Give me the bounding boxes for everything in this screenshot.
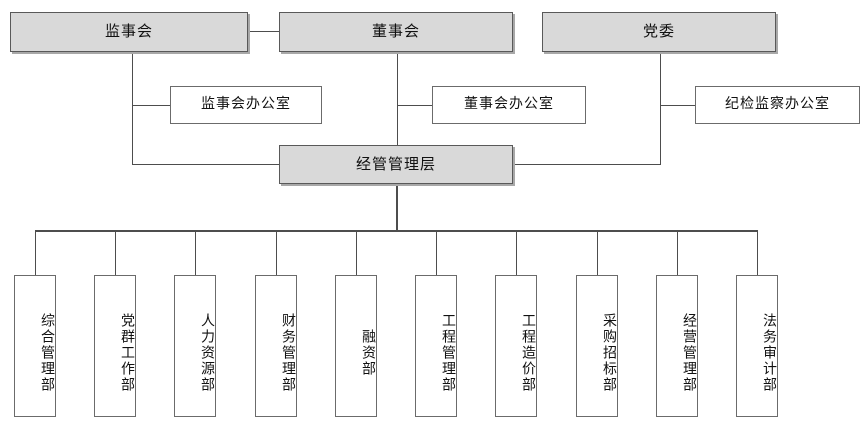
node-financial-management[interactable]: 财务管理部: [255, 275, 297, 417]
node-discipline-inspection-office-label: 纪检监察办公室: [725, 96, 830, 112]
connector-drop-financial-management: [276, 230, 277, 275]
connector-drop-legal-audit: [757, 230, 758, 275]
node-general-management[interactable]: 综合管理部: [14, 275, 56, 417]
node-party-committee[interactable]: 党委: [542, 12, 776, 52]
node-human-resources[interactable]: 人力资源部: [174, 275, 216, 417]
connector-drop-financing: [356, 230, 357, 275]
node-supervisory-board-label: 监事会: [104, 24, 153, 40]
node-board-of-directors-office-label: 董事会办公室: [464, 96, 554, 112]
node-financial-management-label: 财务管理部: [280, 313, 295, 393]
node-management-layer[interactable]: 经管管理层: [279, 145, 513, 184]
node-supervisory-board-office[interactable]: 监事会办公室: [170, 86, 322, 124]
node-general-management-label: 综合管理部: [39, 313, 54, 393]
node-party-mass-work[interactable]: 党群工作部: [94, 275, 136, 417]
node-supervisory-board[interactable]: 监事会: [10, 12, 248, 52]
node-legal-audit[interactable]: 法务审计部: [736, 275, 778, 417]
node-board-of-directors-label: 董事会: [371, 24, 420, 40]
node-procurement-bidding-label: 采购招标部: [601, 313, 616, 393]
connector-supervisory-to-management: [132, 164, 279, 165]
connector-party-to-management: [513, 164, 661, 165]
node-human-resources-label: 人力资源部: [199, 313, 214, 393]
connector-management-stem: [396, 184, 398, 231]
connector-drop-business-management: [677, 230, 678, 275]
connector-party-stem: [660, 51, 661, 164]
connector-drop-engineering-cost: [516, 230, 517, 275]
connector-board-to-office: [397, 105, 432, 106]
connector-supervisory-to-board: [248, 31, 279, 32]
connector-board-stem: [397, 51, 398, 145]
node-engineering-cost-label: 工程造价部: [520, 313, 535, 393]
node-financing[interactable]: 融资部: [335, 275, 377, 417]
node-financing-label: 融资部: [360, 329, 375, 377]
node-discipline-inspection-office[interactable]: 纪检监察办公室: [695, 86, 860, 124]
node-supervisory-board-office-label: 监事会办公室: [201, 96, 291, 112]
connector-drop-party-mass-work: [115, 230, 116, 275]
connector-party-to-office: [660, 105, 695, 106]
connector-supervisory-stem: [132, 51, 133, 164]
node-legal-audit-label: 法务审计部: [761, 313, 776, 393]
connector-supervisory-to-office: [132, 105, 170, 106]
node-board-of-directors[interactable]: 董事会: [279, 12, 513, 52]
node-engineering-cost[interactable]: 工程造价部: [495, 275, 537, 417]
connector-drop-procurement-bidding: [597, 230, 598, 275]
node-engineering-management[interactable]: 工程管理部: [415, 275, 457, 417]
node-management-layer-label: 经管管理层: [355, 156, 436, 173]
node-party-mass-work-label: 党群工作部: [119, 313, 134, 393]
node-engineering-management-label: 工程管理部: [440, 313, 455, 393]
connector-drop-human-resources: [195, 230, 196, 275]
node-party-committee-label: 党委: [642, 24, 675, 40]
connector-drop-general-management: [35, 230, 36, 275]
node-procurement-bidding[interactable]: 采购招标部: [576, 275, 618, 417]
node-business-management-label: 经营管理部: [681, 313, 696, 393]
node-board-of-directors-office[interactable]: 董事会办公室: [432, 86, 586, 124]
connector-department-bus: [35, 230, 758, 232]
connector-drop-engineering-management: [436, 230, 437, 275]
node-business-management[interactable]: 经营管理部: [656, 275, 698, 417]
